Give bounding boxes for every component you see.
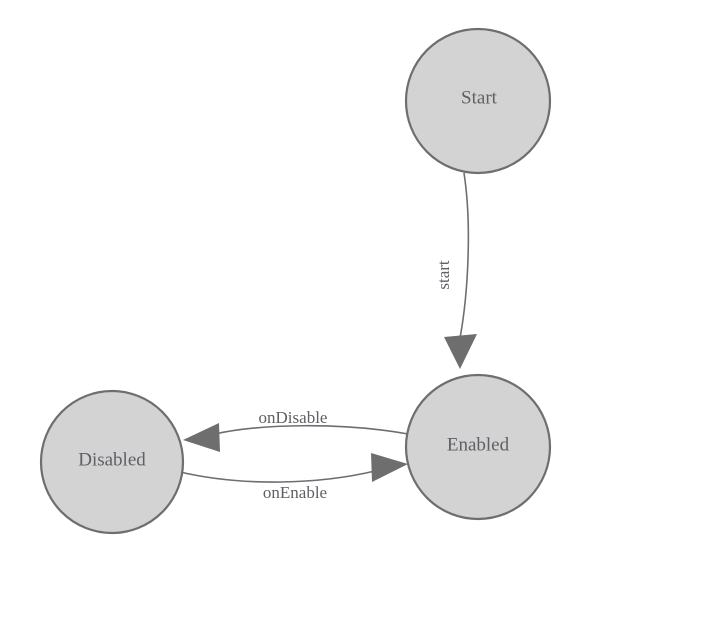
edge-start-to-enabled-path [459, 172, 470, 339]
edge-label-onenable: onEnable [263, 483, 327, 502]
state-node-start-circle[interactable] [404, 27, 552, 175]
state-node-disabled-circle[interactable] [39, 389, 185, 535]
state-node-disabled-label: Disabled [78, 449, 146, 470]
edge-start-to-enabled: start [434, 172, 477, 369]
state-node-start-label: Start [461, 87, 498, 108]
state-node-start[interactable]: Start [404, 27, 552, 175]
edge-disabled-to-enabled-path [179, 470, 376, 483]
edge-start-to-enabled-arrowhead [444, 334, 477, 369]
edge-enabled-to-disabled-arrowhead [183, 423, 220, 452]
state-node-enabled[interactable]: Enabled [404, 373, 552, 521]
edge-enabled-to-disabled: onDisable [183, 408, 409, 452]
edge-enabled-to-disabled-path [214, 424, 409, 435]
state-node-disabled[interactable]: Disabled [39, 389, 185, 535]
state-node-enabled-circle[interactable] [404, 373, 552, 521]
edge-disabled-to-enabled-arrowhead [371, 453, 408, 482]
edge-label-ondisable: onDisable [259, 408, 328, 427]
state-node-enabled-label: Enabled [447, 434, 510, 455]
edge-label-start: start [434, 260, 453, 290]
edge-disabled-to-enabled: onEnable [179, 453, 408, 502]
